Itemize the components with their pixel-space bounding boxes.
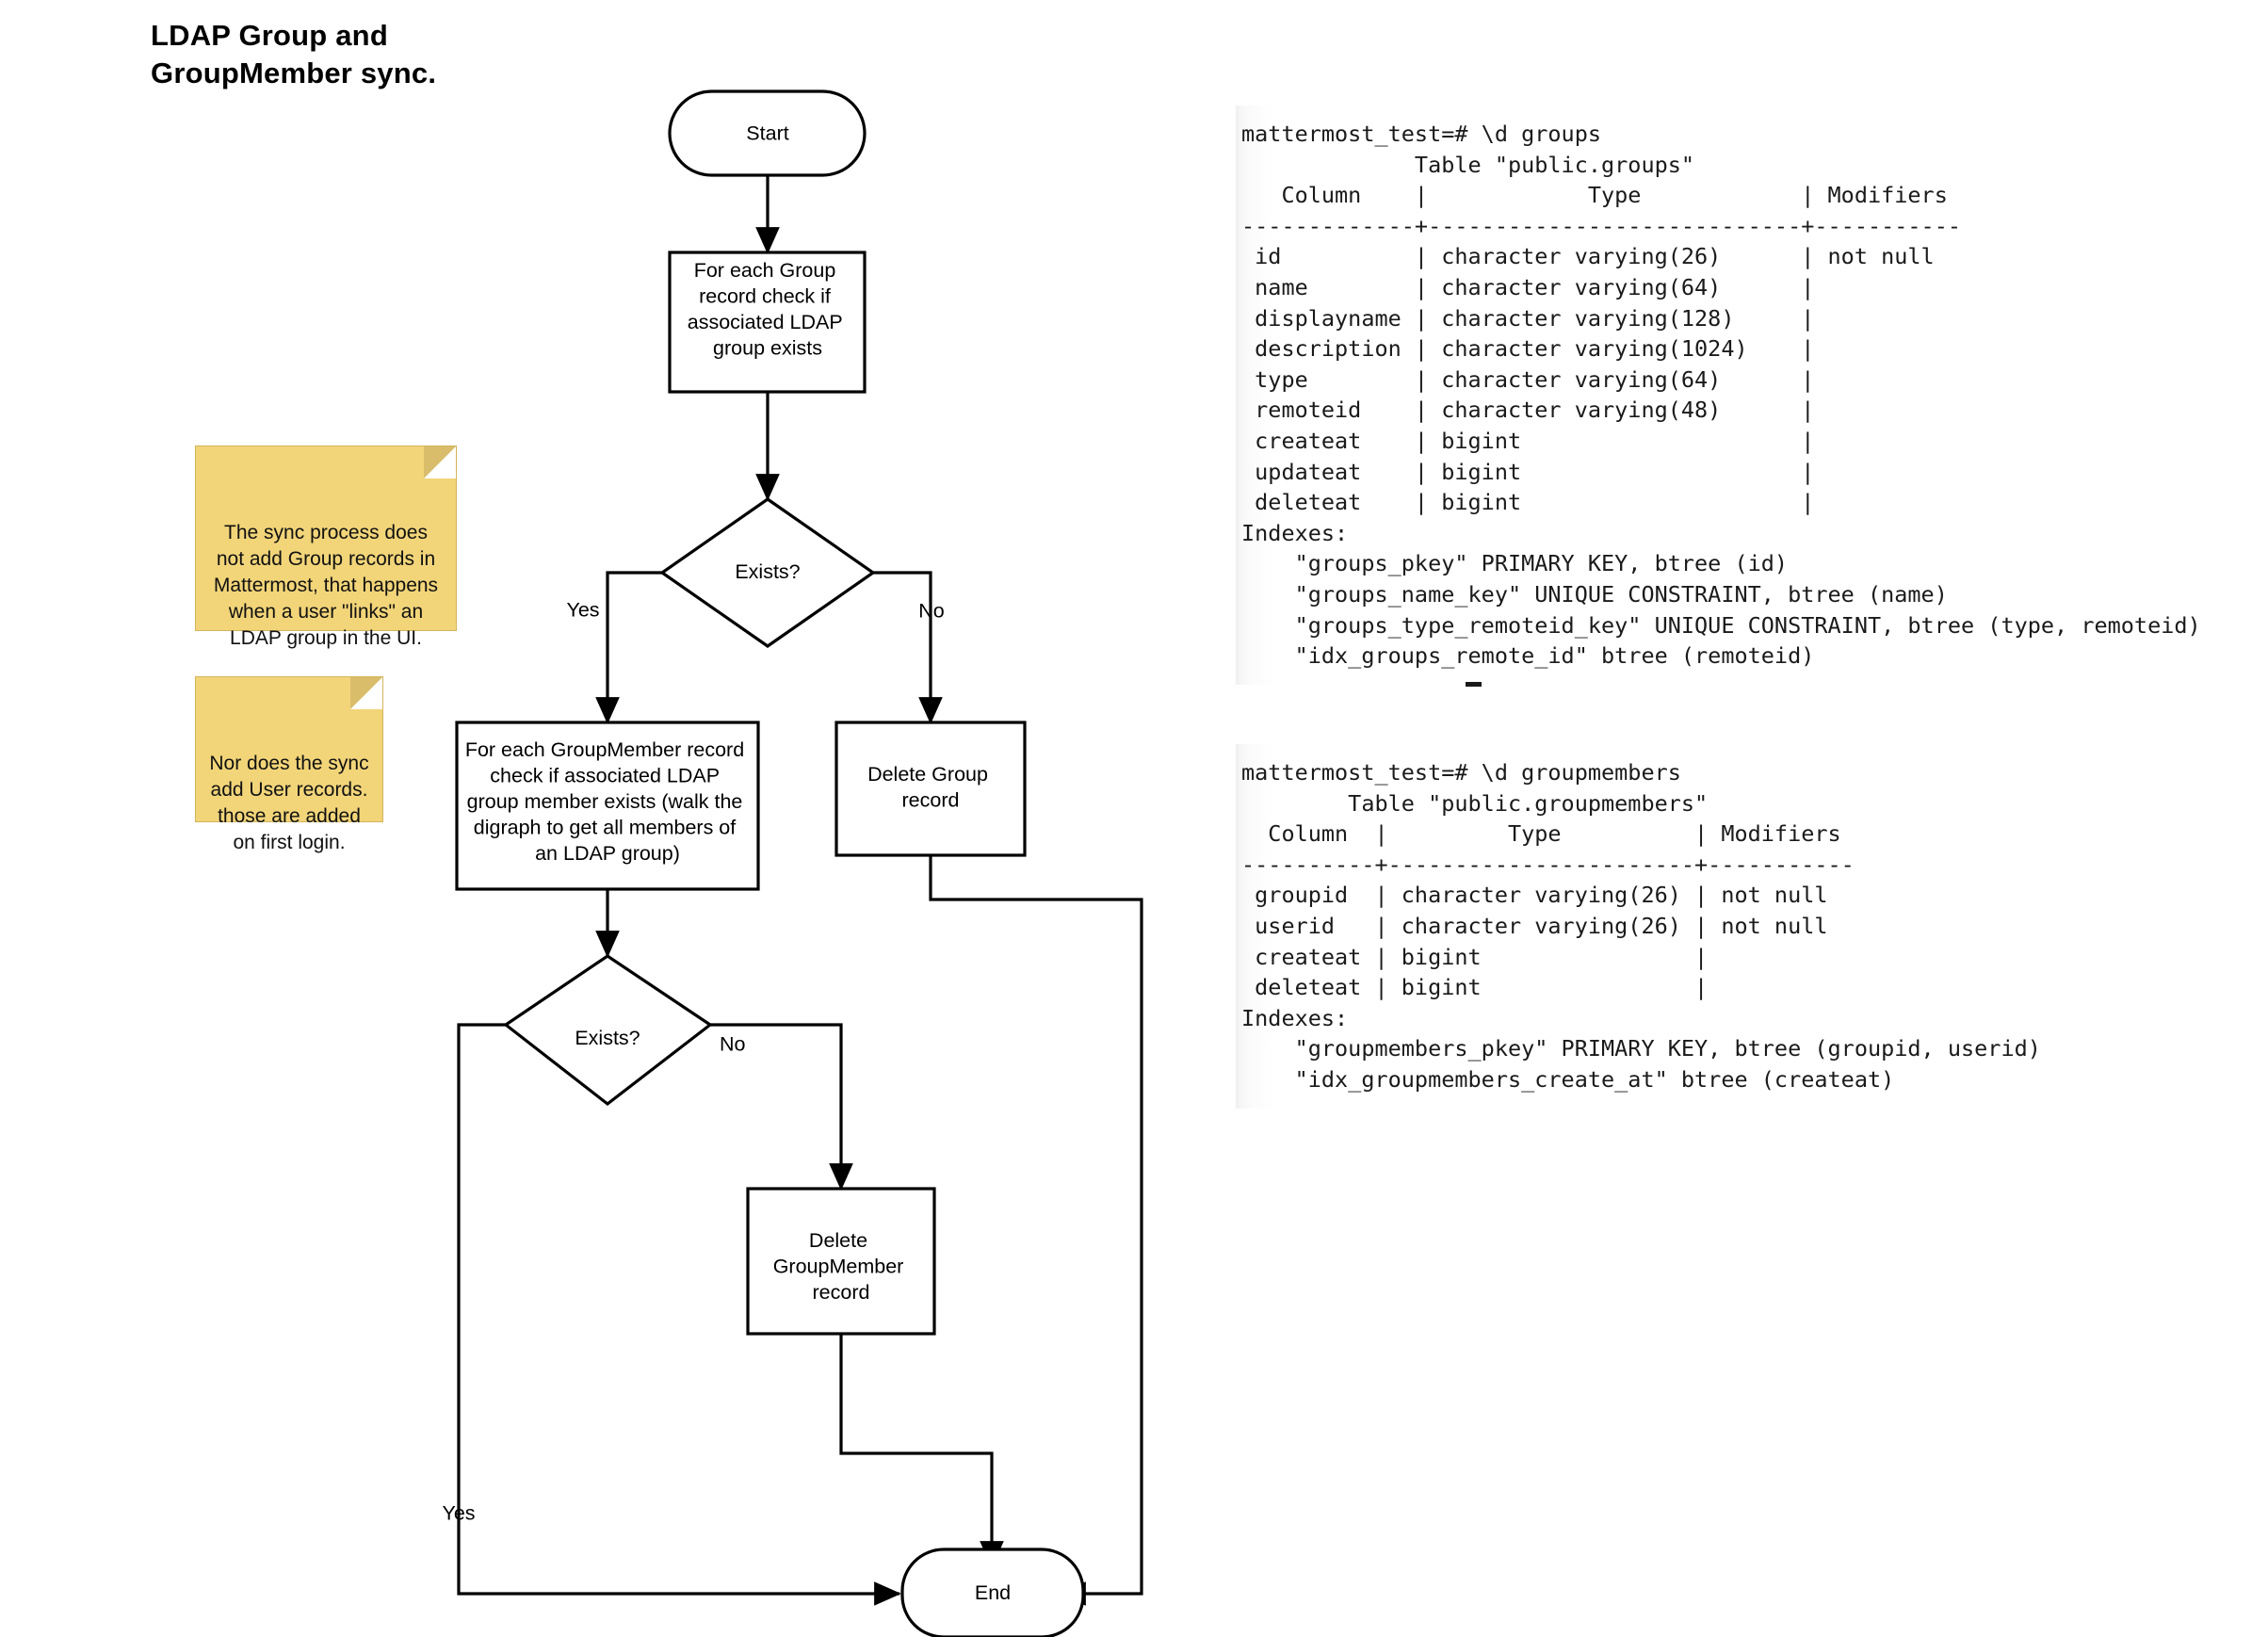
node-start-label: Start: [746, 122, 788, 144]
edge-deletemember-to-end: [839, 1334, 1004, 1568]
edge-decision1-no: [873, 571, 943, 724]
edge-label-decision1-yes: Yes: [566, 599, 599, 622]
node-decision-member-exists-label: Exists?: [575, 1027, 640, 1049]
edge-decision1-yes: [595, 571, 662, 724]
node-check-group-record-label: For each Group record check if associate…: [688, 259, 849, 360]
node-delete-group-record[interactable]: [834, 721, 1027, 857]
node-delete-groupmember-record[interactable]: [746, 1187, 936, 1336]
node-decision-group-exists[interactable]: [659, 497, 876, 648]
edge-deletegroup-to-end: [929, 855, 1143, 1606]
node-end[interactable]: [900, 1548, 1085, 1637]
terminal-output-groups: mattermost_test=# \d groups Table "publi…: [1236, 105, 2206, 685]
edge-label-decision2-yes: Yes: [442, 1502, 475, 1525]
node-delete-groupmember-record-label: Delete GroupMember record: [773, 1229, 910, 1304]
node-check-groupmember-record-label: For each GroupMember record check if ass…: [465, 738, 750, 865]
note-fold-corner-icon: [350, 677, 382, 709]
edge-label-decision2-no: No: [720, 1033, 746, 1056]
edge-decision2-yes: [457, 1023, 901, 1606]
node-delete-group-record-label: Delete Group record: [867, 763, 994, 812]
node-decision-member-exists[interactable]: [503, 954, 713, 1107]
flowchart-canvas: Start For each Group record check if ass…: [442, 89, 1143, 1637]
node-end-label: End: [975, 1581, 1011, 1604]
edge-label-decision1-no: No: [918, 600, 945, 623]
node-decision-group-exists-label: Exists?: [735, 560, 800, 583]
node-check-group-record[interactable]: [668, 251, 867, 394]
note-fold-corner-icon: [424, 446, 456, 478]
node-start[interactable]: [668, 89, 867, 177]
terminal-cursor-icon: [1466, 682, 1482, 687]
edge-decision2-no: [710, 1023, 853, 1191]
node-check-groupmember-record[interactable]: [455, 721, 760, 891]
terminal-output-groupmembers: mattermost_test=# \d groupmembers Table …: [1236, 744, 2206, 1109]
